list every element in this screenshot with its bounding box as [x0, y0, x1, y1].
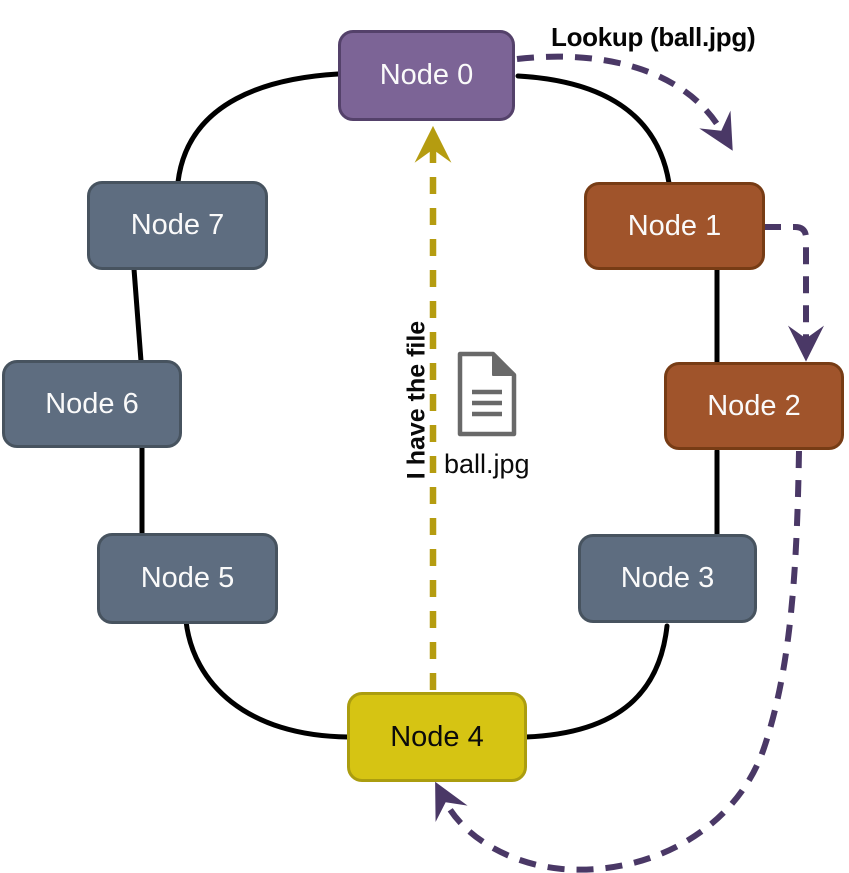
ring-edge-0-1 — [515, 73, 672, 186]
lookup-arrows — [435, 53, 824, 873]
node-5: Node 5 — [97, 533, 278, 624]
node-4: Node 4 — [347, 692, 527, 782]
node-2: Node 2 — [664, 362, 844, 450]
ring-edge-7-6 — [131, 266, 144, 364]
file-icon-fold — [492, 353, 515, 376]
file-name-label: ball.jpg — [444, 449, 530, 479]
lookup-arrow-node0-node1 — [516, 53, 733, 151]
response-annotation: I have the file — [402, 320, 431, 480]
lookup-annotation: Lookup (ball.jpg) — [551, 22, 756, 52]
node-6-label: Node 6 — [45, 387, 139, 420]
file-icon-text-lines — [472, 389, 502, 417]
ring-edge-4-3 — [523, 623, 670, 740]
node-1-label: Node 1 — [627, 209, 722, 242]
lookup-arrow-node1-node2 — [764, 224, 824, 362]
ring-links — [131, 71, 720, 740]
lookup-arrow-node2-node4 — [435, 450, 802, 873]
node-7-label: Node 7 — [130, 209, 225, 241]
file-icon — [457, 351, 517, 437]
node-0-label: Node 0 — [379, 59, 474, 91]
node-3: Node 3 — [578, 534, 757, 623]
node-3-label: Node 3 — [620, 562, 715, 594]
node-2-label: Node 2 — [707, 389, 801, 422]
ring-edge-5-4 — [183, 618, 351, 740]
node-7: Node 7 — [87, 181, 268, 270]
node-5-label: Node 5 — [140, 562, 235, 594]
ring-edge-0-7 — [175, 71, 341, 185]
node-4-label: Node 4 — [390, 720, 484, 753]
node-6: Node 6 — [2, 360, 182, 448]
node-1: Node 1 — [584, 182, 765, 270]
node-0: Node 0 — [338, 30, 515, 121]
